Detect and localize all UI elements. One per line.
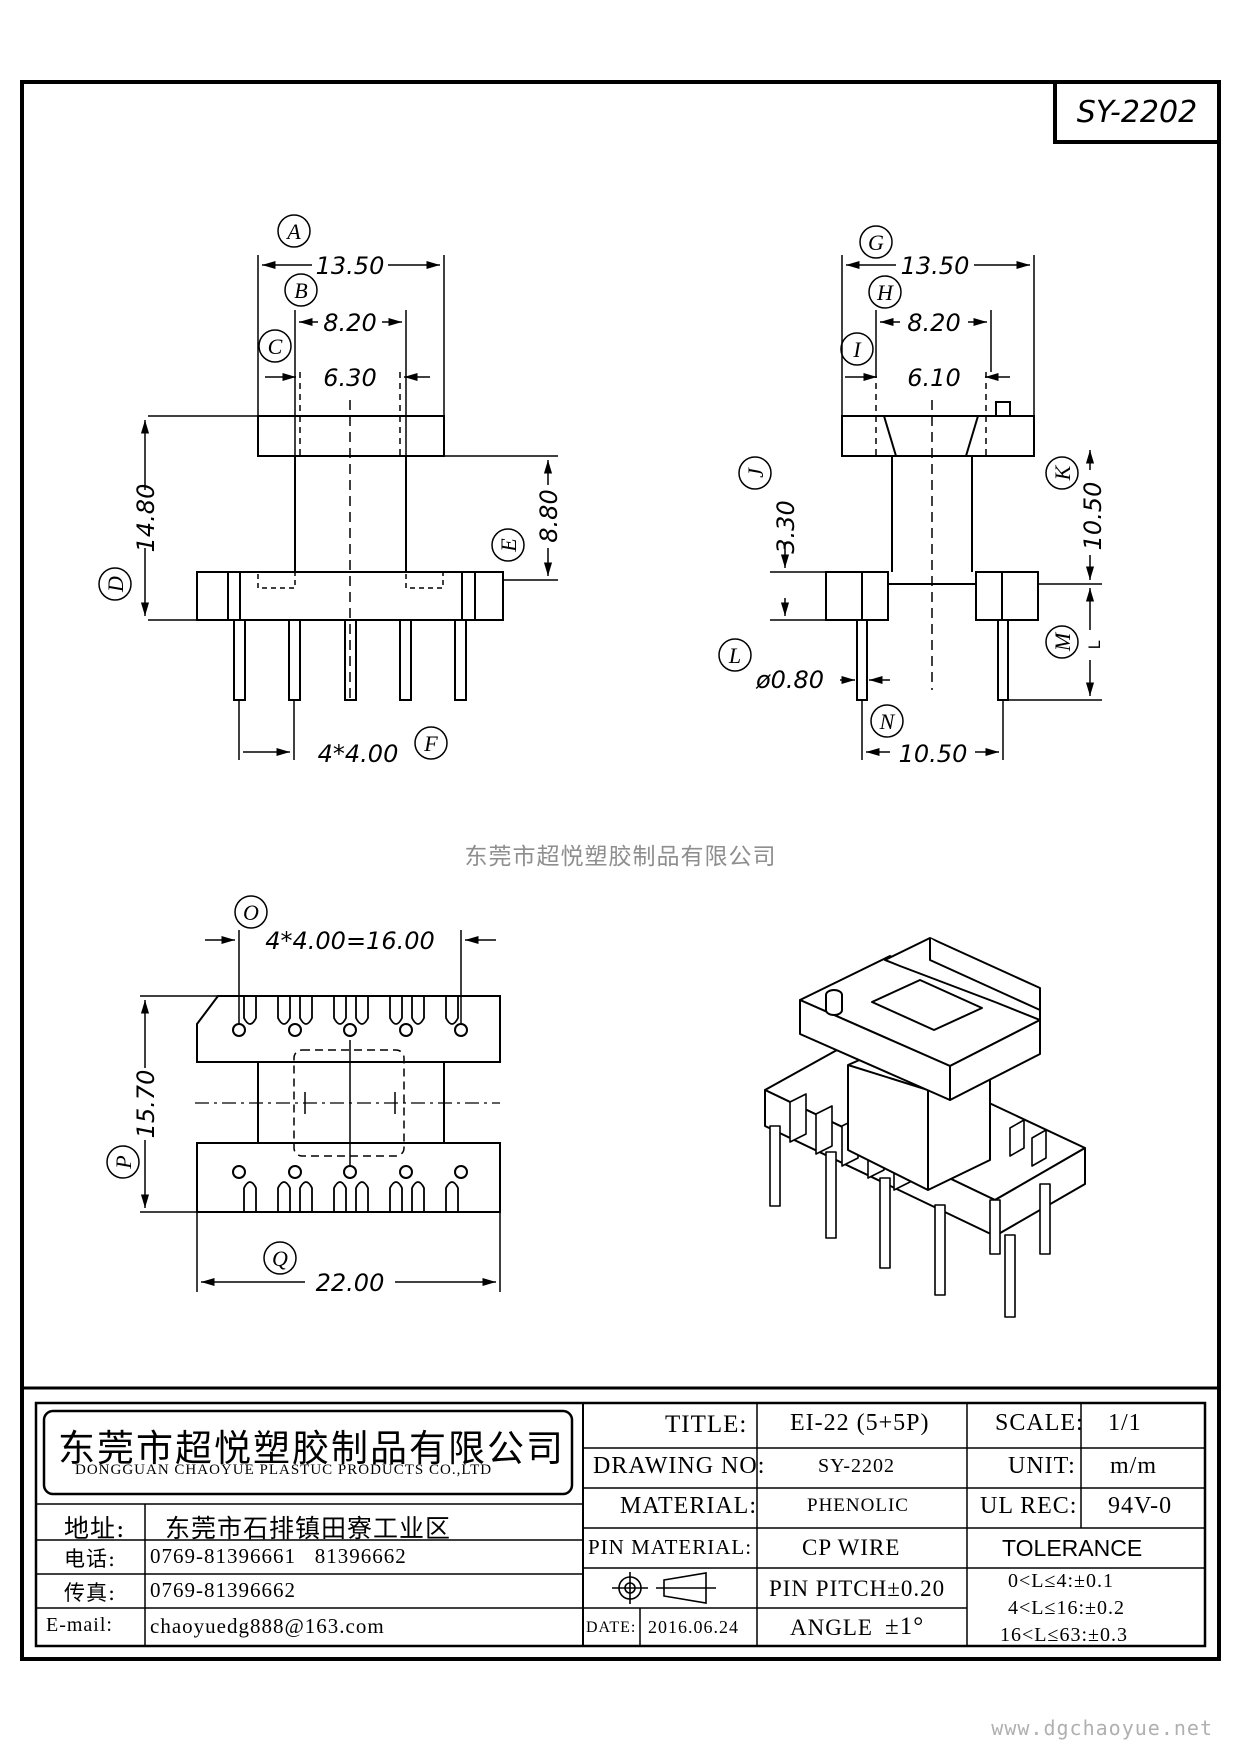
- callout-c: C: [268, 334, 283, 359]
- title-block: [22, 1386, 1219, 1648]
- callout-k: K: [1050, 464, 1075, 481]
- watermark: 东莞市超悦塑胶制品有限公司: [464, 844, 777, 870]
- email-value: chaoyuedg888@163.com: [150, 1614, 385, 1638]
- callout-e: E: [496, 538, 521, 553]
- drawing-code: SY-2202: [1077, 95, 1197, 130]
- bottom-view: [195, 995, 501, 1213]
- phone-value: 0769-81396661 81396662: [150, 1544, 407, 1568]
- callout-a: A: [285, 219, 301, 244]
- bottom-callouts: [106, 895, 297, 1275]
- callout-m: M: [1050, 631, 1075, 652]
- phone-label: 电话:: [64, 1547, 117, 1571]
- dim-n: 10.50: [899, 740, 968, 768]
- drawing-no-label: DRAWING NO:: [593, 1453, 766, 1479]
- website-watermark: www.dgchaoyue.net: [991, 1716, 1213, 1740]
- title-label: TITLE:: [665, 1411, 748, 1438]
- material-label: MATERIAL:: [620, 1493, 757, 1519]
- email-label: E-mail:: [46, 1614, 113, 1636]
- front-callouts: [98, 214, 525, 760]
- callout-p: P: [111, 1155, 136, 1169]
- dim-l: ø0.80: [755, 666, 824, 694]
- title-value: EI-22 (5+5P): [790, 1410, 930, 1436]
- callout-f: F: [423, 731, 438, 756]
- callout-o: O: [243, 900, 259, 925]
- callout-d: D: [103, 576, 128, 593]
- sheet-border: [20, 80, 1221, 1661]
- dim-q: 22.00: [316, 1269, 385, 1297]
- bottom-dimensions: [140, 930, 501, 1292]
- dim-d: 14.80: [132, 484, 160, 553]
- dim-g: 13.50: [901, 252, 970, 280]
- callout-h: H: [876, 280, 894, 305]
- angle-label: ANGLE: [790, 1615, 873, 1640]
- address-value: 东莞市石排镇田寮工业区: [165, 1514, 452, 1543]
- callout-i: I: [852, 337, 862, 362]
- unit-value: m/m: [1110, 1453, 1158, 1479]
- dim-c: 6.30: [323, 364, 376, 392]
- callout-l: L: [728, 643, 741, 668]
- side-view: [825, 372, 1039, 701]
- front-view: [196, 372, 504, 701]
- dim-f: 4*4.00: [318, 740, 399, 768]
- fax-label: 传真:: [64, 1581, 117, 1605]
- date-value: 2016.06.24: [648, 1617, 739, 1637]
- tolerance-row-1: 0<L≤4:±0.1: [1008, 1570, 1115, 1592]
- front-dimensions: [140, 255, 558, 760]
- projection-symbol-icon: [612, 1572, 716, 1604]
- dim-e: 8.80: [535, 489, 563, 542]
- dim-p: 15.70: [132, 1070, 160, 1139]
- isometric-view: [764, 937, 1086, 1318]
- scale-value: 1/1: [1108, 1410, 1142, 1436]
- tolerance-row-2: 4<L≤16:±0.2: [1008, 1597, 1126, 1619]
- fax-value: 0769-81396662: [150, 1578, 296, 1602]
- side-callouts: [718, 225, 1079, 738]
- dim-j: 3.30: [772, 500, 800, 553]
- drawing-no-value: SY-2202: [818, 1455, 896, 1477]
- ul-label: UL REC:: [980, 1493, 1078, 1519]
- unit-label: UNIT:: [1008, 1453, 1076, 1479]
- pin-material-value: CP WIRE: [802, 1535, 901, 1560]
- date-label: DATE:: [586, 1619, 637, 1636]
- dim-h: 8.20: [907, 309, 960, 337]
- callout-j: J: [743, 467, 768, 478]
- dim-i: 6.10: [907, 364, 960, 392]
- company-name-cn: 东莞市超悦塑胶制品有限公司: [58, 1427, 565, 1470]
- dim-m: L: [1085, 640, 1104, 649]
- dim-o: 4*4.00=16.00: [265, 927, 435, 955]
- company-name-en: DONGGUAN CHAOYUE PLASTUC PRODUCTS CO.,LT…: [75, 1462, 493, 1478]
- pin-material-label: PIN MATERIAL:: [588, 1535, 753, 1559]
- scale-label: SCALE:: [995, 1410, 1084, 1436]
- dim-b: 8.20: [323, 309, 376, 337]
- dim-a: 13.50: [316, 252, 385, 280]
- callout-n: N: [879, 709, 896, 734]
- address-label: 地址:: [64, 1514, 126, 1543]
- pin-pitch: PIN PITCH±0.20: [769, 1576, 946, 1601]
- angle-value: ±1°: [885, 1613, 925, 1640]
- callout-q: Q: [272, 1246, 288, 1271]
- tolerance-label: TOLERANCE: [1002, 1535, 1143, 1561]
- dim-k: 10.50: [1079, 482, 1107, 551]
- drawing-code-box: [1053, 80, 1221, 144]
- callout-b: B: [294, 278, 307, 303]
- ul-value: 94V-0: [1108, 1493, 1173, 1519]
- tolerance-row-3: 16<L≤63:±0.3: [1000, 1624, 1129, 1646]
- callout-g: G: [868, 230, 884, 255]
- front-top-flange: [257, 415, 445, 457]
- material-value: PHENOLIC: [807, 1495, 909, 1516]
- side-dimensions: [770, 255, 1102, 760]
